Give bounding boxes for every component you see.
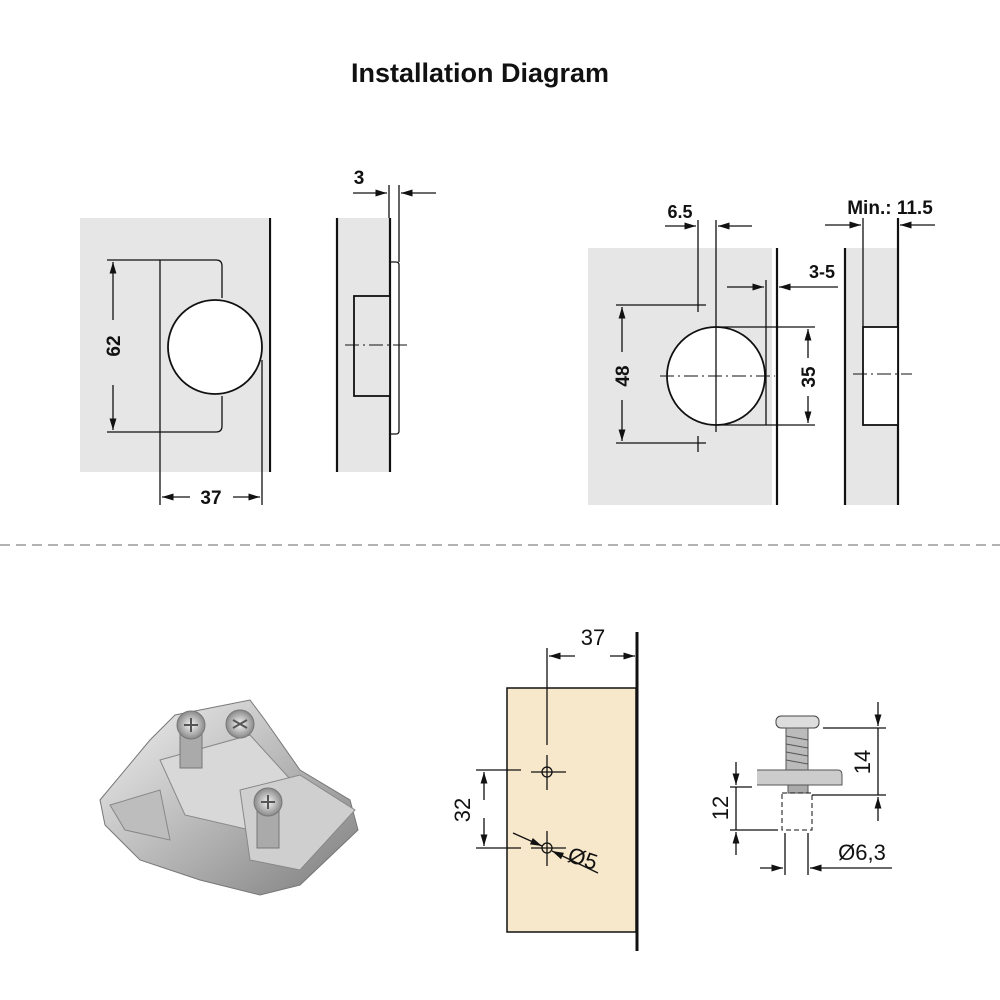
- screw-detail: 14 12 Ø6,3: [708, 702, 892, 875]
- dim-cup-width: 37: [200, 488, 221, 509]
- dim-plate-distance: 37: [581, 625, 605, 650]
- diagram-title: Installation Diagram: [351, 58, 609, 88]
- dim-screw-diameter: Ø6,3: [838, 840, 886, 865]
- drill-hole-icon: [531, 755, 566, 790]
- dim-screw-length: 14: [850, 750, 875, 774]
- drill-hole-icon: [531, 831, 566, 866]
- dim-min-depth: Min.: 11.5: [847, 198, 933, 219]
- cup-side-view: 3: [335, 168, 436, 472]
- dim-cup-height: 62: [104, 335, 125, 356]
- screw-icon: [253, 787, 283, 849]
- mounting-plate-photo: [99, 699, 359, 896]
- screw-icon: [225, 709, 255, 739]
- dim-thickness: 3: [354, 168, 365, 189]
- dim-drill-depth: 12: [708, 796, 733, 820]
- dim-edge-distance: 3-5: [809, 262, 835, 282]
- dim-offset: 6.5: [667, 202, 692, 222]
- cup-front-view: 62 37: [80, 218, 272, 509]
- dim-cup-diameter: 35: [799, 366, 820, 388]
- drilling-side-view: Min.: 11.5: [825, 198, 935, 505]
- drilling-front-view: 48 35 6.5 3-5: [588, 202, 838, 505]
- plate-drilling-view: 37 32 Ø5: [450, 625, 639, 951]
- screw-icon: [176, 710, 206, 769]
- dim-hole-span: 48: [613, 365, 634, 386]
- dim-hole-spacing: 32: [450, 798, 475, 822]
